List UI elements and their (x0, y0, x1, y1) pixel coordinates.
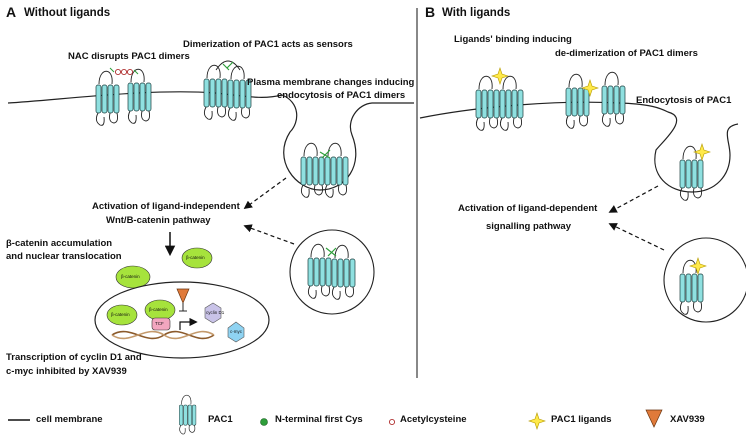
cyclin-d1-text: cyclin D1 (206, 310, 225, 315)
endosome-b (663, 237, 746, 323)
pac1-receptor-monomer-ligand (565, 73, 599, 129)
beta-catenin-text: β-catenin (111, 312, 130, 317)
beta-catenin-blob (181, 247, 213, 269)
label-dimerization: Dimerization of PAC1 acts as sensors (183, 39, 353, 50)
endosome-a (289, 229, 375, 315)
panel-b-title: With ligands (442, 7, 511, 19)
label-endocytosis-b: Endocytosis of PAC1 (636, 95, 732, 106)
label-activation-b-1: Activation of ligand-dependent (458, 203, 598, 214)
panel-a-title: Without ligands (24, 7, 111, 19)
pac1-receptor-monomer (95, 70, 120, 126)
legend-xav939-icon (645, 409, 663, 428)
label-accumulation-2: and nuclear translocation (6, 251, 122, 262)
label-membrane-changes-2: endocytosis of PAC1 dimers (277, 90, 406, 101)
label-activation-b-2: signalling pathway (486, 221, 571, 232)
legend-xav939: XAV939 (670, 414, 705, 425)
c-myc-hex (227, 321, 245, 343)
beta-catenin-text: β-catenin (149, 307, 168, 312)
beta-catenin-blob (106, 304, 138, 326)
legend-acetylcysteine: Acetylcysteine (400, 414, 467, 425)
cyclin-d1-hex (204, 302, 222, 324)
xav939-icon (176, 288, 190, 312)
legend-cell-membrane: cell membrane (36, 414, 103, 425)
arrow-endocytosis-to-activation-b (608, 185, 659, 213)
tcf-box (151, 317, 171, 331)
legend-pac1: PAC1 (208, 414, 233, 425)
arrow-endosome-to-activation-b (608, 223, 665, 251)
cell-membrane-b (419, 101, 739, 193)
legend-n-terminal-icon (260, 418, 268, 426)
pac1-receptor-monomer (601, 71, 626, 127)
pac1-receptor-dimer-ligand (475, 67, 524, 131)
pac1-receptor-dimer-invaginated (300, 142, 349, 198)
label-nac: NAC disrupts PAC1 dimers (68, 51, 190, 62)
label-activation-a-2: Wnt/B-catenin pathway (106, 215, 211, 226)
pac1-receptor-monomer (127, 68, 152, 124)
beta-catenin-text: β-catenin (186, 255, 205, 260)
panel-b-letter: B (425, 4, 436, 20)
legend-n-terminal: N-terminal first Cys (275, 414, 363, 425)
legend-pac1-ligands: PAC1 ligands (551, 414, 612, 425)
acetylcysteine-icon (114, 68, 134, 76)
cell-membrane-a (7, 91, 414, 191)
label-accumulation-1: β-catenin accumulation (6, 238, 113, 249)
beta-catenin-text: β-catenin (121, 274, 140, 279)
pac1-receptor-dimer-endosome (307, 243, 356, 300)
pac1-receptor-endosome (679, 257, 707, 315)
arrow-endosome-to-activation (243, 224, 295, 245)
label-binding-2: de-dimerization of PAC1 dimers (555, 48, 698, 59)
label-membrane-changes-1: Plasma membrane changes inducing (247, 77, 415, 88)
pac1-receptor-dimer (203, 60, 252, 121)
legend-acetylcysteine-icon (388, 418, 396, 426)
label-activation-a-1: Activation of ligand-independent (92, 201, 240, 212)
nucleus (94, 281, 270, 359)
tcf-text: TCF (155, 321, 164, 326)
legend-pac1-icon (179, 394, 197, 435)
label-transcription-1: Transcription of cyclin D1 and (6, 352, 142, 363)
arrow-endocytosis-to-activation (243, 177, 287, 209)
label-transcription-2: c-myc inhibited by XAV939 (6, 366, 127, 377)
label-binding-1: Ligands' binding inducing (454, 34, 572, 45)
legend-pac1-ligand-icon (528, 412, 546, 430)
c-myc-text: c-myc (230, 329, 242, 334)
panel-a-letter: A (6, 4, 17, 20)
